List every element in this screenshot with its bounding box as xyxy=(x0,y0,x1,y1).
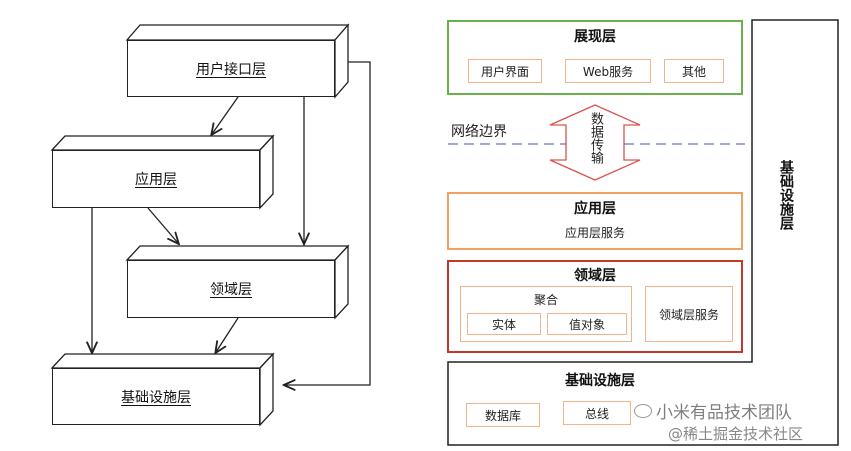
layer-label: 基础设施层 xyxy=(121,389,191,406)
data-transfer-label: 数据传输 xyxy=(588,112,603,164)
watermark-line1: 小米有品技术团队 xyxy=(634,398,803,423)
application-title: 应用层 xyxy=(574,201,616,217)
presentation-item: Web服务 xyxy=(565,59,651,83)
domain-title: 领域层 xyxy=(574,268,616,284)
aggregate-box: 聚合 实体 值对象 xyxy=(460,286,632,342)
layer-box-user-interface: 用户接口层 xyxy=(127,40,335,97)
aggregate-title: 聚合 xyxy=(533,293,558,307)
layer-label: 应用层 xyxy=(135,172,177,188)
domain-service-box: 领域层服务 xyxy=(645,286,733,342)
presentation-item: 其他 xyxy=(664,59,724,83)
aggregate-item: 实体 xyxy=(467,313,541,335)
infrastructure-title: 基础设施层 xyxy=(565,373,635,389)
watermark: 小米有品技术团队 @稀土掘金技术社区 xyxy=(634,398,803,444)
infrastructure-item: 总线 xyxy=(563,401,631,425)
layer-label: 用户接口层 xyxy=(196,61,266,78)
left-diagram-connectors xyxy=(50,23,371,427)
network-boundary-label: 网络边界 xyxy=(451,124,507,140)
aggregate-item: 值对象 xyxy=(547,313,627,335)
watermark-line2: @稀土掘金技术社区 xyxy=(668,425,804,443)
network-boundary-area xyxy=(448,104,745,181)
layer-box-infrastructure: 基础设施层 xyxy=(52,368,260,425)
application-service: 应用层服务 xyxy=(564,226,625,240)
application-layer: 应用层 应用层服务 xyxy=(447,192,743,250)
watermark-text-1: 小米有品技术团队 xyxy=(656,403,792,423)
domain-layer: 领域层 聚合 实体 值对象 领域层服务 xyxy=(447,260,743,353)
layer-label: 领域层 xyxy=(210,282,252,298)
wechat-icon xyxy=(634,403,652,418)
infrastructure-outline xyxy=(447,19,839,446)
layer-box-application: 应用层 xyxy=(52,150,260,208)
infrastructure-side-text: 基础设施层 xyxy=(778,160,794,230)
layer-box-domain: 领域层 xyxy=(127,260,335,318)
presentation-title: 展现层 xyxy=(574,29,616,45)
data-transfer-arrow xyxy=(549,104,641,181)
presentation-item: 用户界面 xyxy=(468,59,542,83)
infrastructure-side-label: 基础设施层 xyxy=(776,160,796,230)
presentation-layer: 展现层 用户界面 Web服务 其他 xyxy=(447,20,743,95)
infrastructure-item: 数据库 xyxy=(466,403,540,427)
